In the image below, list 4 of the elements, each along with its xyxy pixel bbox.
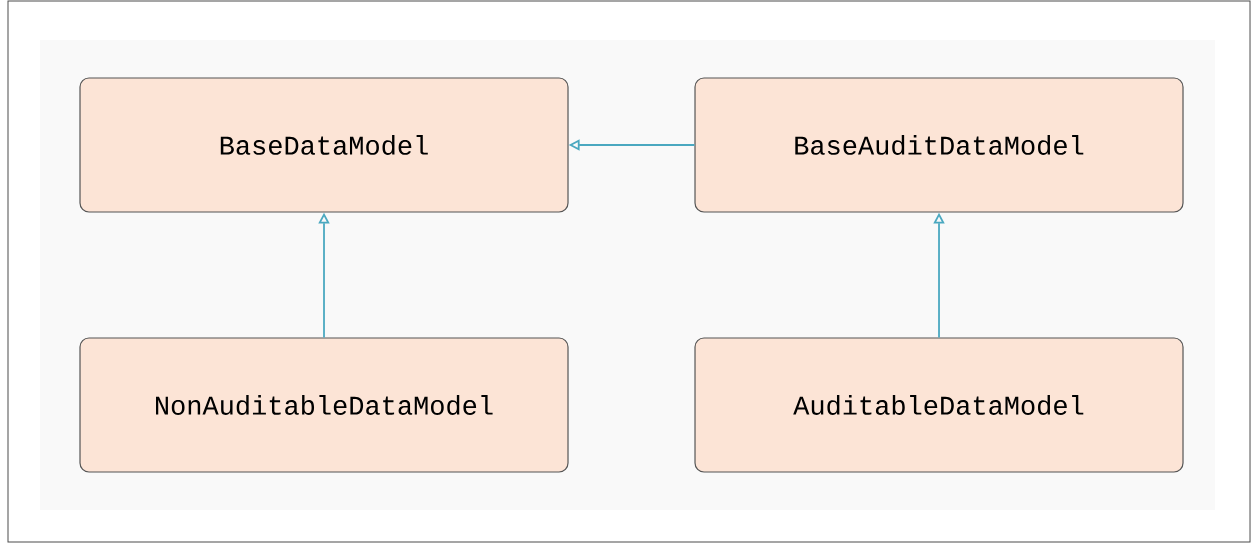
class-box: BaseAuditDataModel: [694, 77, 1184, 213]
class-box: BaseDataModel: [79, 77, 569, 213]
class-box: NonAuditableDataModel: [79, 337, 569, 473]
class-box: AuditableDataModel: [694, 337, 1184, 473]
